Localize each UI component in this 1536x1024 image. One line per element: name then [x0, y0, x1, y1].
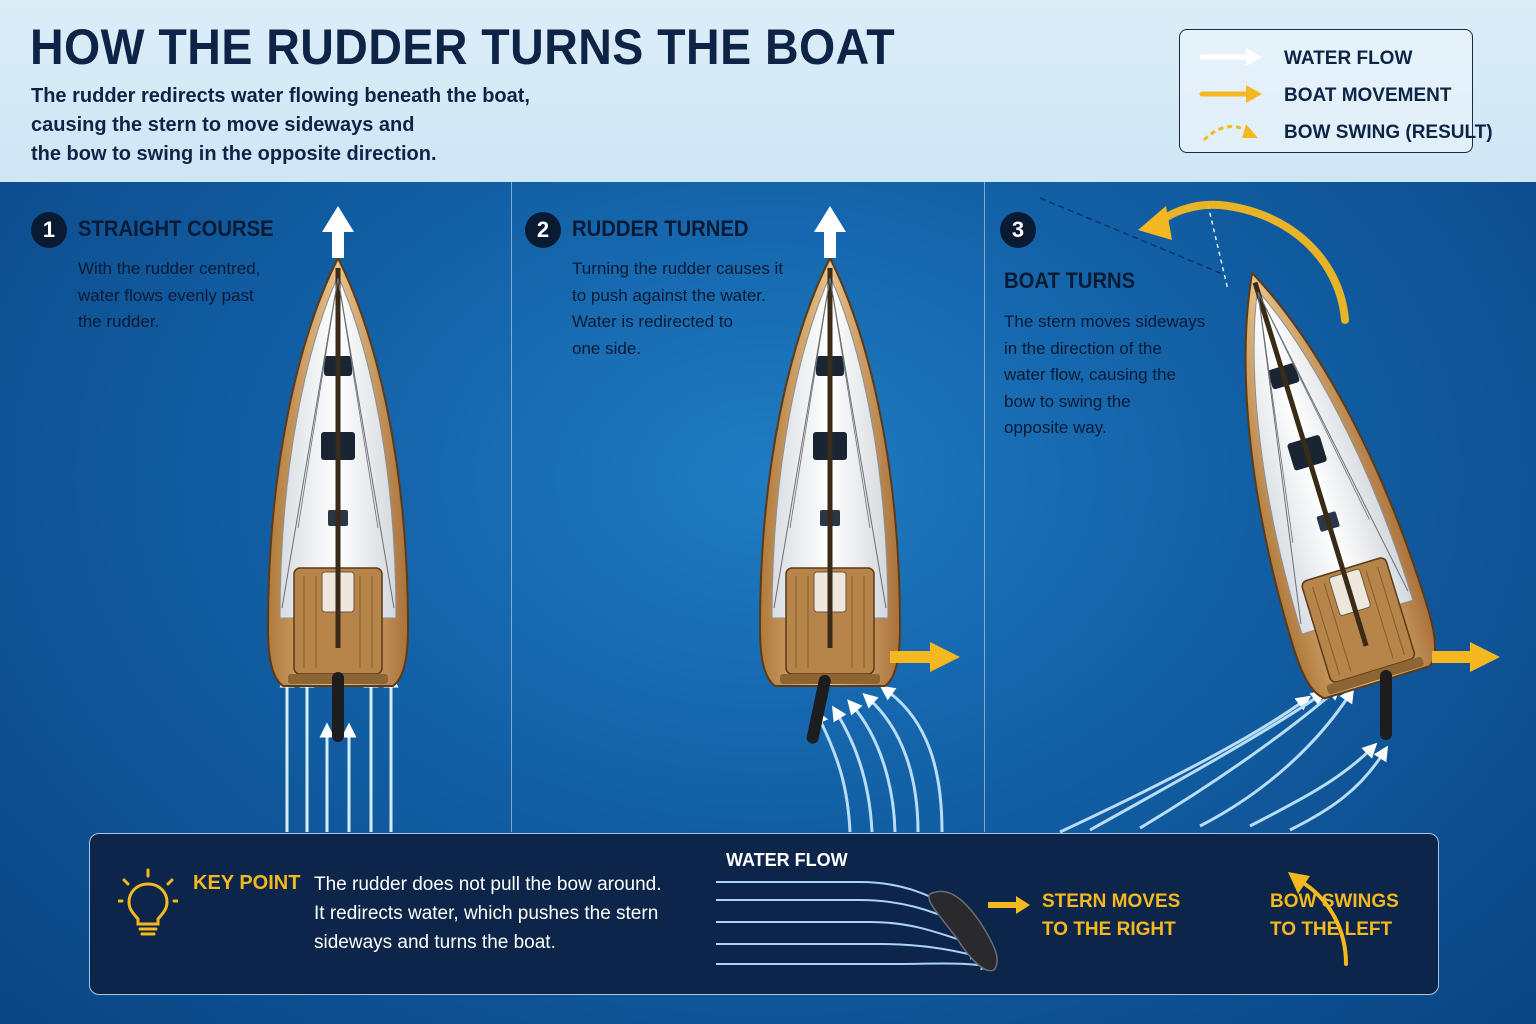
page-subtitle: The rudder redirects water flowing benea… [31, 82, 530, 169]
legend-box: WATER FLOW BOAT MOVEMENT BOW SWING (RESU… [1179, 29, 1493, 153]
step-2-line-1: Turning the rudder causes it [572, 259, 784, 278]
boat-1-icon [268, 258, 408, 686]
panel-2-water-flow-arrows [814, 685, 944, 833]
panel-3-water-flow-arrows [1059, 685, 1389, 834]
new-heading-line [1207, 204, 1229, 291]
stern-moves-label: STERN MOVES TO THE RIGHT [1042, 888, 1180, 944]
step-1-description: With the rudder centred, water flows eve… [78, 256, 260, 336]
legend-label-bow-swing: BOW SWING (RESULT) [1284, 122, 1493, 143]
step-3-line-5: opposite way. [1004, 418, 1107, 437]
key-point-label: KEY POINT [193, 872, 301, 894]
step-3-line-4: bow to swing the [1004, 391, 1131, 411]
step-2-line-2: to push against the water. [572, 285, 766, 305]
rudder-2-icon [806, 674, 831, 744]
original-heading-line [1039, 197, 1226, 276]
panel-3-graphic [1039, 197, 1500, 834]
key-rudder-icon [928, 890, 998, 972]
step-2-description: Turning the rudder causes it to push aga… [572, 256, 783, 362]
step-3-line-2: in the direction of the [1004, 338, 1162, 358]
key-point-text: The rudder does not pull the bow around.… [314, 870, 662, 957]
key-point-line-2: It redirects water, which pushes the ste… [314, 903, 659, 924]
panel-2-graphic [760, 206, 960, 833]
bow-label-line-1: BOW SWINGS [1270, 891, 1399, 912]
step-3-line-1: The stern moves sideways [1004, 312, 1206, 331]
key-point-line-1: The rudder does not pull the bow around. [314, 874, 662, 895]
step-3-title: BOAT TURNS [1004, 268, 1136, 293]
panel-divider-2 [984, 182, 985, 832]
panel-3-stern-movement-arrow-icon [1432, 642, 1500, 672]
step-1-title: STRAIGHT COURSE [78, 216, 274, 241]
subtitle-line-2: causing the stern to move sideways and [31, 114, 415, 136]
step-2-line-3: Water is redirected to [572, 312, 733, 331]
rudder-1-icon [332, 672, 344, 742]
key-point-box: KEY POINT The rudder does not pull the b… [89, 833, 1439, 995]
step-2-line-4: one side. [572, 338, 641, 358]
subtitle-line-1: The rudder redirects water flowing benea… [31, 85, 530, 107]
step-1-number: 1 [31, 212, 67, 248]
bow-swings-label: BOW SWINGS TO THE LEFT [1270, 888, 1399, 944]
step-3-line-3: water flow, causing the [1004, 365, 1176, 384]
key-bow-swing-arrow-icon [1288, 872, 1348, 966]
step-1-line-2: water flows evenly past [78, 285, 254, 305]
key-stern-arrow-icon [988, 896, 1030, 914]
bow-label-line-2: TO THE LEFT [1270, 919, 1393, 940]
panel-1-heading-arrow-icon [322, 206, 354, 258]
panel-1-graphic [268, 206, 408, 832]
key-point-line-3: sideways and turns the boat. [314, 932, 556, 953]
stern-label-line-2: TO THE RIGHT [1042, 919, 1176, 940]
panel-2-heading-arrow-icon [814, 206, 846, 258]
stern-label-line-1: STERN MOVES [1042, 891, 1181, 912]
legend-label-water-flow: WATER FLOW [1284, 48, 1413, 69]
boat-3-icon [1185, 252, 1444, 702]
key-point-rudder-diagram [716, 872, 1348, 972]
step-3-number: 3 [1000, 212, 1036, 248]
rudder-3-icon [1380, 670, 1392, 740]
legend-item-boat-movement: BOAT MOVEMENT [1198, 79, 1468, 109]
panel-1-water-flow-arrows [279, 672, 399, 832]
panel-divider-1 [511, 182, 512, 832]
step-1-line-1: With the rudder centred, [78, 259, 261, 278]
lightbulb-icon [118, 868, 178, 936]
legend-item-bow-swing: BOW SWING (RESULT) [1198, 116, 1493, 146]
page-title: HOW THE RUDDER TURNS THE BOAT [30, 19, 896, 75]
step-2-title: RUDDER TURNED [572, 216, 749, 241]
panel-3-bow-swing-arrow-icon [1138, 200, 1349, 324]
water-flow-arrow-icon [1199, 48, 1262, 66]
subtitle-line-3: the bow to swing in the opposite directi… [31, 143, 437, 165]
step-2-number: 2 [525, 212, 561, 248]
legend-label-boat-movement: BOAT MOVEMENT [1284, 85, 1452, 106]
legend-item-water-flow: WATER FLOW [1198, 42, 1468, 72]
step-1-line-3: the rudder. [78, 312, 160, 331]
step-3-description: The stern moves sideways in the directio… [1004, 309, 1205, 442]
bow-swing-arrow-icon [1202, 124, 1258, 142]
key-flow-label: WATER FLOW [726, 850, 848, 870]
panel-2-stern-movement-arrow-icon [890, 642, 960, 672]
boat-movement-arrow-icon [1199, 85, 1262, 103]
header-band: HOW THE RUDDER TURNS THE BOAT The rudder… [0, 0, 1536, 182]
